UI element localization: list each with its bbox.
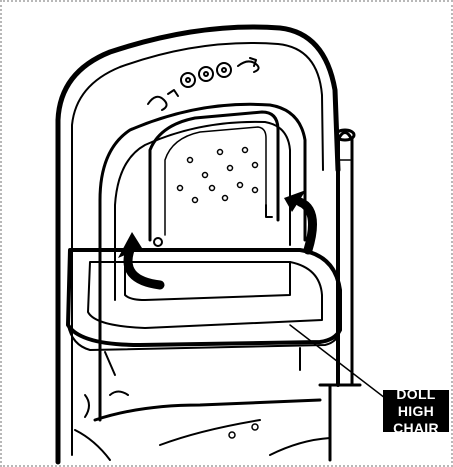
label-line-2: CHAIR xyxy=(393,420,439,437)
hinge-right xyxy=(266,205,272,217)
lower-frame xyxy=(95,400,320,420)
seat-back-dots xyxy=(178,148,258,203)
hinge-left xyxy=(154,238,162,246)
doll-high-chair-label: DOLL HIGH CHAIR xyxy=(383,390,449,432)
flower-ornament-icon xyxy=(148,58,259,110)
label-line-1: DOLL HIGH xyxy=(383,386,449,420)
curved-arrow-icon xyxy=(284,190,313,250)
